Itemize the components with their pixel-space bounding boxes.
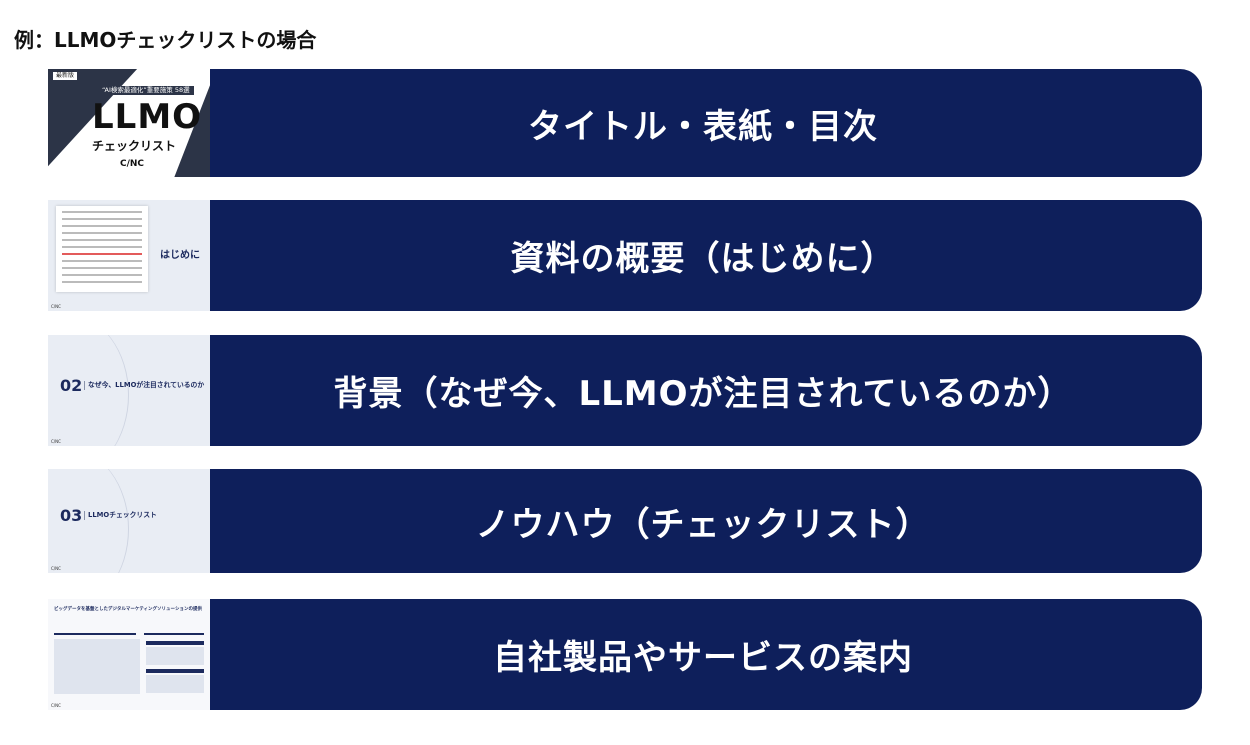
diagram-box [54, 639, 140, 694]
section-banner: 背景（なぜ今、LLMOが注目されているのか） [204, 335, 1202, 446]
logo: C/NC [51, 304, 61, 309]
section-banner: タイトル・表紙・目次 [204, 69, 1202, 177]
section-label: 資料の概要（はじめに） [510, 239, 896, 279]
thumb-number: 03 [60, 506, 83, 525]
thumb-subtitle: “AI検索最適化”重要施策 58選 [98, 86, 194, 95]
divider [54, 633, 136, 635]
decorative-curve [48, 335, 129, 446]
slide-thumbnail-cover: 最新版 “AI検索最適化”重要施策 58選 LLMO チェックリスト C/NC [48, 69, 210, 177]
image-box [146, 675, 204, 693]
image-box [146, 647, 204, 665]
section-banner: 資料の概要（はじめに） [204, 200, 1202, 311]
section-label: 背景（なぜ今、LLMOが注目されているのか） [333, 374, 1073, 414]
section-bar [146, 669, 204, 673]
toc-row-cover: タイトル・表紙・目次 最新版 “AI検索最適化”重要施策 58選 LLMO チェ… [48, 69, 1202, 177]
divider [144, 633, 204, 635]
decorative-curve [48, 469, 129, 573]
section-label: タイトル・表紙・目次 [528, 106, 878, 147]
logo: C/NC [51, 439, 61, 444]
slide-thumbnail-intro: はじめに C/NC [48, 200, 210, 311]
section-banner: ノウハウ（チェックリスト） [204, 469, 1202, 573]
slide-thumbnail-services: ビッグデータを基盤としたデジタルマーケティングソリューションの提供 C/NC [48, 599, 210, 710]
slide-thumbnail-knowhow: 03 LLMOチェックリスト C/NC [48, 469, 210, 573]
section-label: ノウハウ（チェックリスト） [475, 504, 931, 545]
thumb-title: LLMO [92, 97, 203, 137]
toc-row-background: 背景（なぜ今、LLMOが注目されているのか） 02 なぜ今、LLMOが注目されて… [48, 335, 1202, 446]
thumb-badge: 最新版 [53, 72, 78, 80]
thumb-title: はじめに [160, 250, 200, 261]
logo: C/NC [120, 159, 145, 169]
toc-row-knowhow: ノウハウ（チェックリスト） 03 LLMOチェックリスト C/NC [48, 469, 1202, 573]
thumb-title: ビッグデータを基盤としたデジタルマーケティングソリューションの提供 [54, 607, 202, 612]
section-bar [146, 641, 204, 645]
toc-row-intro: 資料の概要（はじめに） はじめに C/NC [48, 200, 1202, 311]
thumb-title: LLMOチェックリスト [84, 511, 157, 520]
logo: C/NC [51, 566, 61, 571]
thumb-number: 02 [60, 376, 83, 395]
text-card [56, 206, 148, 292]
toc-row-services: 自社製品やサービスの案内 ビッグデータを基盤としたデジタルマーケティングソリュー… [48, 599, 1202, 710]
logo: C/NC [51, 703, 61, 708]
slide-thumbnail-background: 02 なぜ今、LLMOが注目されているのか C/NC [48, 335, 210, 446]
section-label: 自社製品やサービスの案内 [493, 638, 913, 678]
thumb-title2: チェックリスト [92, 139, 177, 153]
section-banner: 自社製品やサービスの案内 [204, 599, 1202, 710]
thumb-title: なぜ今、LLMOが注目されているのか [84, 381, 204, 390]
page-title: 例：LLMOチェックリストの場合 [14, 28, 317, 52]
